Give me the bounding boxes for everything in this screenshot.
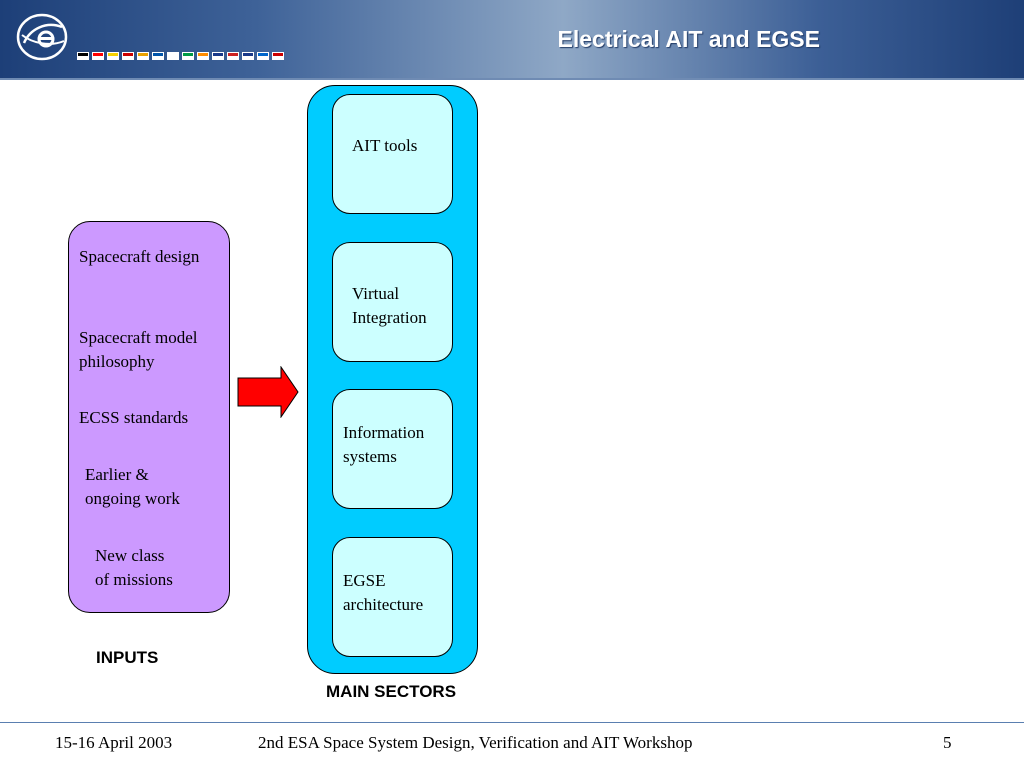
flag-icon [197,52,209,60]
input-item-new-missions: New class of missions [95,546,173,589]
inputs-label: INPUTS [96,648,159,667]
flag-icon [167,52,179,60]
slide-header [0,0,1024,78]
flag-icon [77,52,89,60]
flag-icon [182,52,194,60]
sector-information-systems [332,389,453,509]
sector-egse-architecture [332,537,453,657]
input-item-earlier-work: Earlier & ongoing work [85,465,180,508]
sector-label-egse-architecture: EGSE architecture [343,571,424,614]
sector-label-virtual-integration: Virtual Integration [352,284,427,327]
flag-icon [257,52,269,60]
flag-icon [212,52,224,60]
main-sectors-label: MAIN SECTORS [326,682,457,701]
footer-page-number: 5 [943,733,952,752]
input-item-ecss-standards: ECSS standards [79,408,189,427]
sector-label-ait-tools: AIT tools [352,136,418,155]
sector-label-information-systems: Information systems [343,423,425,466]
footer-date: 15-16 April 2003 [55,733,173,752]
sector-virtual-integration [332,242,453,362]
sector-ait-tools [332,94,453,214]
flag-icon [227,52,239,60]
esa-logo-icon [16,13,68,61]
footer-divider [0,722,1024,723]
header-divider [0,78,1024,80]
input-item-spacecraft-design: Spacecraft design [79,247,200,266]
flag-icon [272,52,284,60]
slide-title: Electrical AIT and EGSE [557,26,820,52]
flag-icon [92,52,104,60]
flag-icon [122,52,134,60]
inputs-box [68,221,230,613]
right-arrow-icon [237,366,299,418]
input-item-model-philosophy: Spacecraft model philosophy [79,328,198,371]
flag-icon [242,52,254,60]
flag-icon [137,52,149,60]
footer-event: 2nd ESA Space System Design, Verificatio… [258,733,693,752]
flag-icon [152,52,164,60]
member-state-flags [77,52,284,61]
flag-icon [107,52,119,60]
